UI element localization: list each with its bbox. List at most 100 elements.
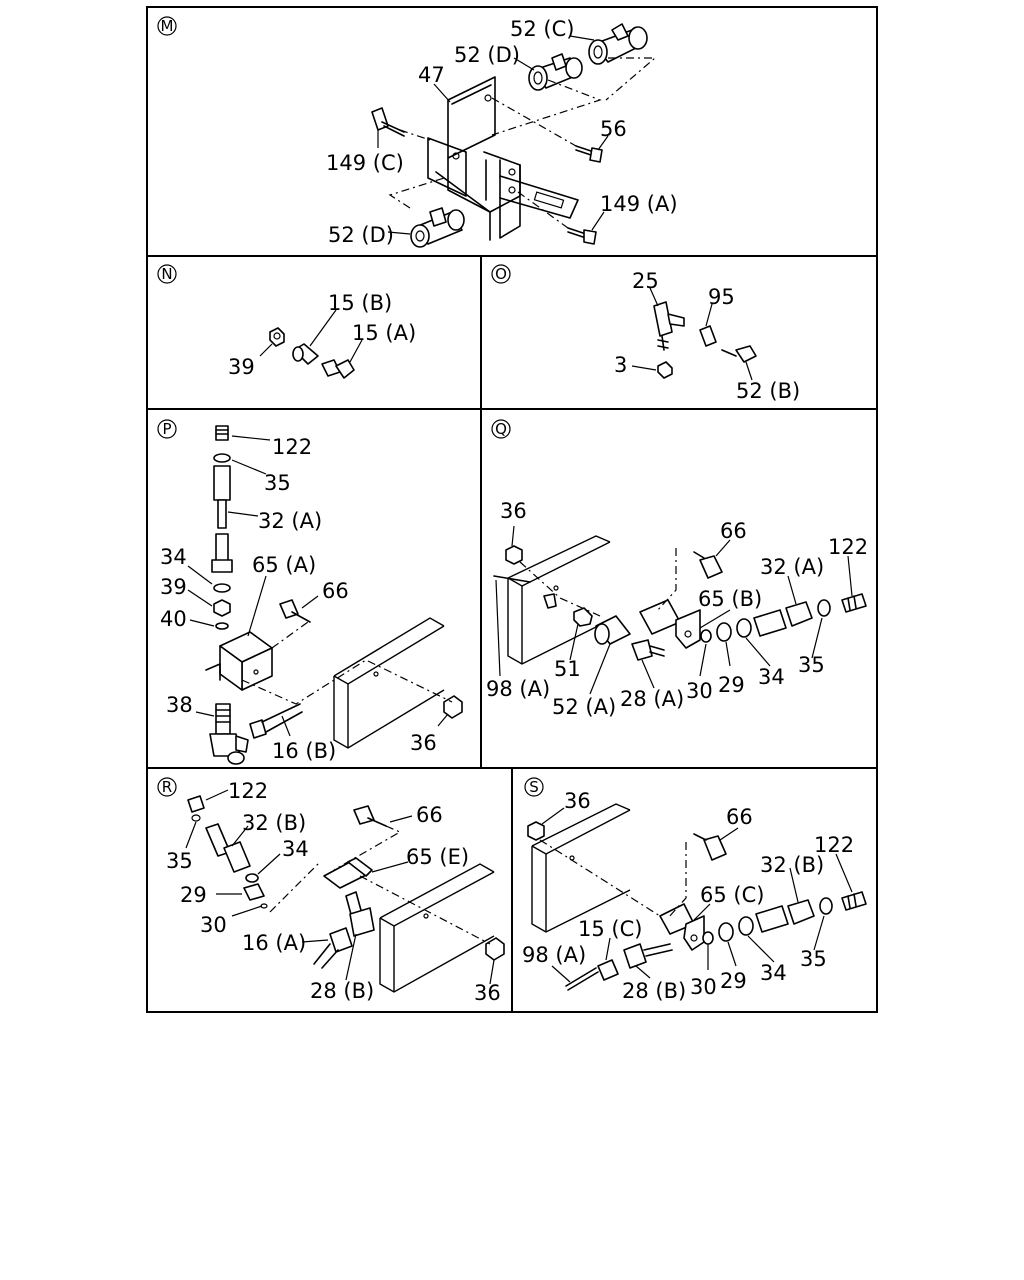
panel-s: S (522, 777, 867, 1003)
hose-16b (249, 703, 303, 739)
washer-34-q (736, 618, 752, 638)
callout-66-s: 66 (726, 805, 753, 829)
tee-fitting-52d-upper (528, 53, 583, 91)
bolt-149c (371, 107, 405, 137)
bolt-66-p (279, 599, 311, 623)
callout-16a: 16 (A) (242, 931, 306, 955)
bracket-47 (427, 76, 579, 241)
washer-30-s (702, 931, 714, 945)
bracket-65e (323, 857, 373, 889)
nut-51 (573, 607, 593, 627)
callout-29-q: 29 (718, 673, 745, 697)
washer-34-s (738, 916, 754, 936)
diagram-frame (146, 6, 878, 1013)
callout-32a-p: 32 (A) (258, 509, 322, 533)
bracket-65a (205, 631, 273, 691)
callout-36-r: 36 (474, 981, 501, 1005)
panel-p: P (157, 419, 463, 765)
callout-34-r: 34 (282, 837, 309, 861)
fitting-28b-s (623, 943, 673, 969)
frame-rail-q (507, 535, 611, 665)
nut-39-p (213, 599, 231, 617)
bolt-122-q (841, 593, 867, 613)
sleeve-15b (292, 343, 319, 365)
union-32b-r (205, 823, 251, 873)
sleeve-15c (597, 959, 619, 981)
callout-122-p: 122 (272, 435, 312, 459)
callout-32b-s: 32 (B) (760, 853, 824, 877)
hose-16a (313, 927, 353, 969)
panel-o: O 25 95 3 52 (B) (491, 264, 800, 403)
callout-56: 56 (600, 117, 627, 141)
callout-149a: 149 (A) (600, 192, 678, 216)
callout-95: 95 (708, 285, 735, 309)
washer-35-r (191, 814, 201, 822)
nut-36-r (485, 937, 505, 961)
sleeve-52a (594, 615, 631, 645)
bolt-149a (567, 227, 597, 245)
callout-34-p: 34 (160, 545, 187, 569)
pin-98a-s (565, 967, 597, 987)
callout-29-r: 29 (180, 883, 207, 907)
panel-o-badge: O (491, 264, 511, 284)
nut-39-n (269, 327, 285, 347)
svg-text:Q: Q (495, 420, 507, 438)
fitting-25 (653, 301, 685, 351)
nut-36-p (443, 695, 463, 719)
bolt-122-p (215, 425, 229, 441)
panel-n: N 15 (B) 15 (A) 39 (157, 264, 416, 379)
svg-text:M: M (161, 17, 174, 35)
callout-29-s: 29 (720, 969, 747, 993)
callout-98a-q: 98 (A) (486, 677, 550, 701)
callout-122-s: 122 (814, 833, 854, 857)
elbow-15a (321, 359, 355, 379)
svg-text:N: N (161, 265, 172, 283)
callout-30-s: 30 (690, 975, 717, 999)
panel-q: Q (486, 419, 868, 719)
callout-28b-r: 28 (B) (310, 979, 374, 1003)
callout-65e: 65 (E) (406, 845, 469, 869)
svg-text:O: O (495, 265, 507, 283)
callout-35-p: 35 (264, 471, 291, 495)
callout-66-p: 66 (322, 579, 349, 603)
callout-16b: 16 (B) (272, 739, 336, 763)
callout-36-q: 36 (500, 499, 527, 523)
callout-65a: 65 (A) (252, 553, 316, 577)
bolt-66-r (353, 805, 387, 827)
callout-28a: 28 (A) (620, 687, 684, 711)
panel-r: R (157, 777, 505, 1005)
callout-32a-q: 32 (A) (760, 555, 824, 579)
callout-39-n: 39 (228, 355, 255, 379)
callout-52d-lower: 52 (D) (328, 223, 394, 247)
callout-15c: 15 (C) (578, 917, 642, 941)
bolt-122-s (841, 891, 867, 911)
pipe-32a-p (213, 465, 231, 529)
panel-r-badge: R (157, 777, 177, 797)
frame-rail-r (379, 863, 495, 993)
callout-36-s: 36 (564, 789, 591, 813)
callout-51: 51 (554, 657, 581, 681)
callout-149c: 149 (C) (326, 151, 404, 175)
callout-15a: 15 (A) (352, 321, 416, 345)
bracket-65b (639, 599, 701, 649)
callout-34-q: 34 (758, 665, 785, 689)
panel-m-badge: M (157, 16, 177, 36)
callout-52a: 52 (A) (552, 695, 616, 719)
bolt-122-r (187, 795, 205, 813)
frame-rail-p (333, 617, 445, 749)
bracket-65c (659, 903, 705, 951)
callout-30-q: 30 (686, 679, 713, 703)
frame-rail-s (531, 803, 631, 933)
svg-text:R: R (162, 778, 172, 796)
callout-65b: 65 (B) (698, 587, 762, 611)
panel-q-badge: Q (491, 419, 511, 439)
callout-98a-s: 98 (A) (522, 943, 586, 967)
callout-38: 38 (166, 693, 193, 717)
callout-39-p: 39 (160, 575, 187, 599)
callout-52b: 52 (B) (736, 379, 800, 403)
panel-m: M (157, 16, 678, 248)
callout-52c: 52 (C) (510, 17, 574, 41)
callout-66-q: 66 (720, 519, 747, 543)
callout-28b-s: 28 (B) (622, 979, 686, 1003)
nut-3 (657, 361, 673, 379)
